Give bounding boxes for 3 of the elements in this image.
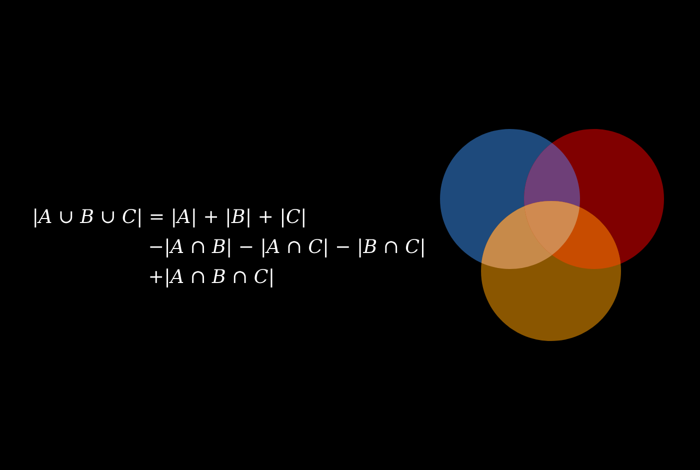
- formula-line: |A ∪ B ∪ C| = |A| + |B| + |C|: [34, 208, 304, 228]
- formula-line: −|A ∩ B| − |A ∩ C| − |B ∩ C|: [150, 238, 424, 258]
- formula-line: +|A ∩ B ∩ C|: [150, 268, 272, 288]
